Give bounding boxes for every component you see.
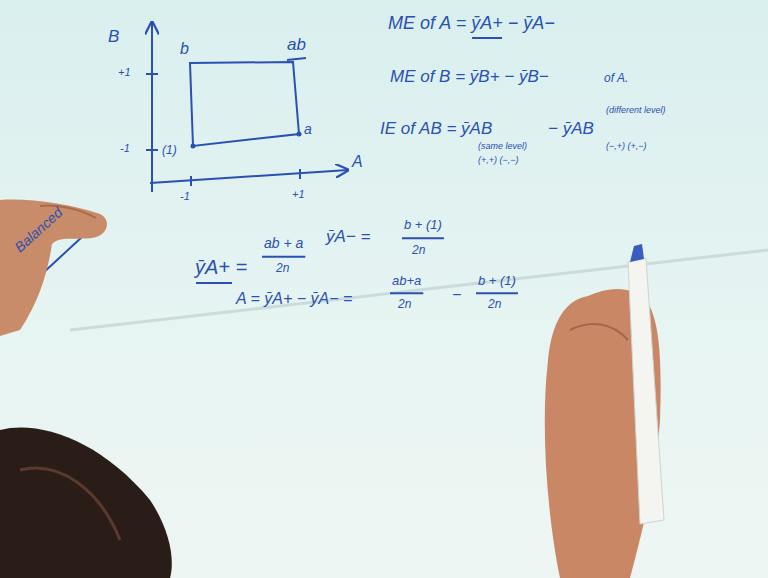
tick-label: +1 <box>292 188 305 200</box>
denominator: 2n <box>276 262 289 275</box>
marker-pen <box>628 258 664 524</box>
numerator: ab+a <box>392 274 421 288</box>
hair-strand <box>20 468 120 540</box>
note: (different level) <box>606 106 666 116</box>
denominator: 2n <box>488 298 501 311</box>
fraction-bar <box>476 292 518 294</box>
equation: ME of B = ȳB+ − ȳB− <box>390 68 549 87</box>
numerator: b + (1) <box>404 218 442 232</box>
design-square <box>190 62 299 146</box>
fraction-bar <box>402 237 444 239</box>
note: (+,+) (−,−) <box>478 156 519 166</box>
axis-label: B <box>108 28 119 47</box>
numerator: ab + a <box>264 236 303 251</box>
note: (same level) <box>478 142 527 152</box>
right-hand-crease <box>570 324 628 340</box>
equation: ME of A = ȳA+ − ȳA− <box>388 14 555 34</box>
note: Balanced <box>12 205 66 256</box>
numerator: b + (1) <box>478 274 516 288</box>
denominator: 2n <box>398 298 411 311</box>
left-hand <box>0 200 107 336</box>
equation: − ȳAB <box>548 120 594 139</box>
corner-dots <box>191 132 302 149</box>
axes <box>146 22 348 192</box>
equation: IE of AB = ȳAB <box>380 120 492 139</box>
fraction-bar <box>390 292 423 294</box>
equation: − <box>452 286 461 304</box>
pen-tip <box>630 244 644 262</box>
axis-label: A <box>352 153 363 171</box>
tick-label: +1 <box>118 66 131 78</box>
corner-label: a <box>304 122 312 137</box>
hair <box>0 428 172 578</box>
equation: ȳA+ = <box>195 256 247 278</box>
note: of A. <box>604 72 628 85</box>
corner-label: b <box>180 40 189 58</box>
tick-label: -1 <box>120 142 130 154</box>
denominator: 2n <box>412 244 425 257</box>
tick-label: -1 <box>180 190 190 202</box>
equation: ȳA− = <box>326 228 370 247</box>
corner-label: (1) <box>162 144 177 157</box>
fraction-bar <box>262 256 305 258</box>
note: (−,+) (+,−) <box>606 142 647 152</box>
shadow-line <box>70 250 768 330</box>
equation: A = ȳA+ − ȳA− = <box>236 290 352 308</box>
corner-label: ab <box>287 36 306 55</box>
